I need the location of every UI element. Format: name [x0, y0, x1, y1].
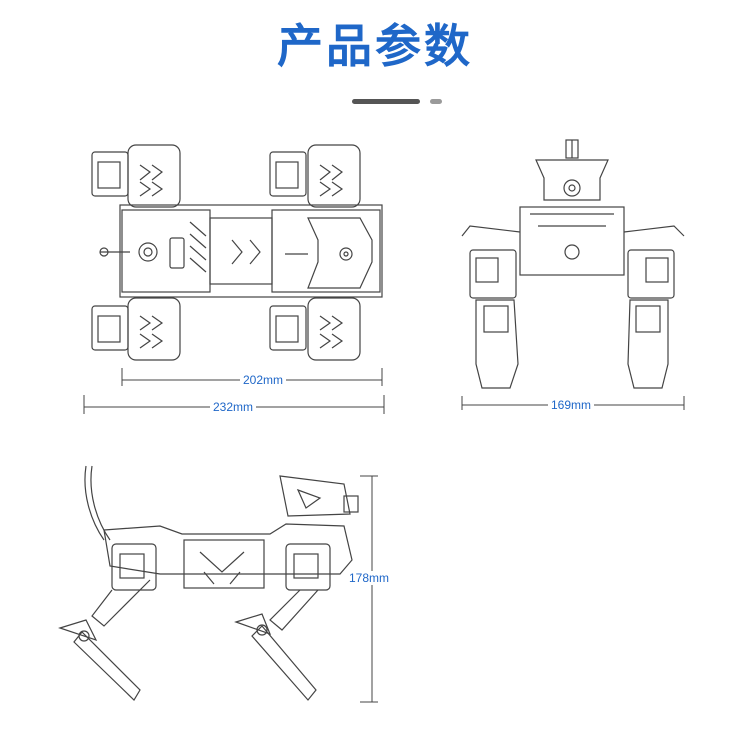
dimension-inner-length: 202mm — [240, 373, 287, 387]
side-view-dimension-lines — [360, 475, 378, 703]
front-view-robot — [461, 139, 685, 389]
top-view-robot — [91, 144, 383, 361]
title-divider-short — [430, 99, 442, 104]
side-view-robot — [58, 465, 359, 701]
page-title: 产品参数 — [277, 19, 473, 73]
title-divider-long — [352, 99, 420, 104]
dimension-total-length: 232mm — [210, 400, 257, 414]
dimension-width: 169mm — [548, 398, 595, 412]
dimension-height: 178mm — [346, 571, 393, 585]
